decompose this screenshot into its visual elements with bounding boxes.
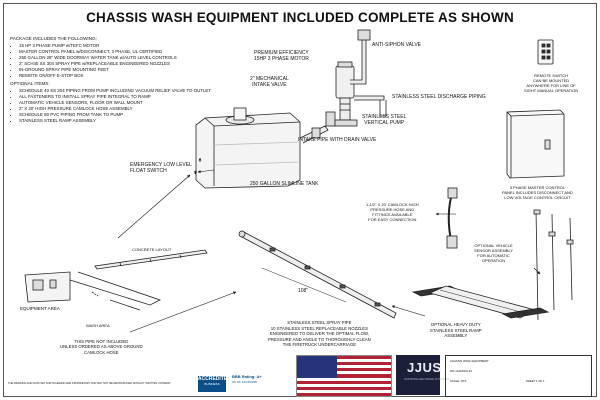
concrete-layout-label: CONCRETE LAYOUT bbox=[132, 247, 172, 252]
company-tagline: CONTROLLED WASH SYSTEMS bbox=[404, 377, 450, 381]
bbb-rating: BBB Rating: A+ AS OF 12/15/2018 bbox=[232, 374, 262, 385]
optional-item: AUTOMATIC VEHICLE SENSORS, FLOOR OR WALL… bbox=[19, 100, 211, 106]
title-block-scale: SCALE: NTS bbox=[450, 379, 467, 383]
bbb-badge-top: ACCREDITED bbox=[198, 376, 231, 382]
us-flag-icon bbox=[296, 355, 392, 397]
optional-item: ALL FASTENERS TO INSTALL SPRAY PIPE INTE… bbox=[19, 94, 211, 100]
package-item: REMOTE ON/OFF E-STOP BOX bbox=[19, 73, 177, 79]
pipe-not-included-label: THIS PIPE NOT INCLUDED UNLESS ORDERED AS… bbox=[60, 339, 143, 355]
control-panel-shape bbox=[506, 109, 565, 179]
ramp-shape bbox=[411, 285, 550, 319]
pipe-length-dimension: 108" bbox=[298, 288, 309, 294]
package-item: 2" SCH40 SS 304 SPRAY PIPE w/REPLACEABLE… bbox=[19, 61, 177, 67]
company-logo-panel bbox=[396, 355, 440, 395]
optional-list: SCHEDULE 40 SS 304 PIPING FROM PUMP INCL… bbox=[12, 88, 211, 123]
title-block-sheet: SHEET 1 OF 1 bbox=[526, 379, 545, 383]
motor-label: PREMIUM EFFICIENCY 15HP 3 PHASE MOTOR bbox=[254, 50, 309, 62]
optional-item: STAINLESS STEEL RAMP ASSEMBLY bbox=[19, 118, 211, 124]
vertical-pump-label: STAINLESS STEEL VERTICAL PUMP bbox=[362, 114, 407, 126]
sensor-label: OPTIONAL VEHICLE SENSOR ASSEMBLY FOR AUT… bbox=[474, 243, 514, 263]
equipment-area-label: EQUIPMENT AREA bbox=[20, 306, 60, 311]
disclaimer-text: THE DRAWING AND DATA SET FORTH HEREIN AR… bbox=[8, 382, 172, 385]
spray-pipe-label: STAINLESS STEEL SPRAY PIPE 10 STAINLESS … bbox=[268, 320, 371, 347]
camlock-hose-shape bbox=[446, 187, 458, 249]
wash-area-label: WASH AREA bbox=[86, 323, 110, 328]
pump-motor-shape bbox=[334, 61, 358, 127]
intake-piping bbox=[299, 111, 336, 144]
ramp-label: OPTIONAL HEAVY DUTY STAINLESS STEEL RAMP… bbox=[430, 322, 482, 338]
tank-shape bbox=[195, 107, 301, 189]
camlock-label: 1-1/2" X 20' CAMLOCK HIGH PRESSURE HOSE … bbox=[366, 202, 419, 222]
title-block-customer: CHASSIS WASH EQUIPMENT bbox=[450, 359, 489, 363]
discharge-piping-shape bbox=[350, 29, 387, 117]
bbb-badge-bottom: BUSINESS bbox=[204, 382, 220, 386]
page-title: CHASSIS WASH EQUIPMENT INCLUDED COMPLETE… bbox=[86, 10, 514, 25]
anti-siphon-label: ANTI-SIPHON VALVE bbox=[372, 42, 421, 48]
company-logo: JJUS bbox=[407, 360, 442, 375]
package-item: 250 GALLON 28" WIDE DOORWAY WATER TANK w… bbox=[19, 55, 177, 61]
title-block-drawing: WC-CHASSIS-15 bbox=[450, 369, 472, 373]
package-item: 15 HP 3 PHASE PUMP w/TEFC MOTOR bbox=[19, 43, 177, 49]
bbb-accredited-badge: ACCREDITED BUSINESS bbox=[198, 376, 231, 392]
tank-label: 250 GALLON SLIMLINE TANK bbox=[250, 181, 319, 187]
float-switch-label: EMERGENCY LOW LEVEL FLOAT SWITCH bbox=[130, 162, 192, 174]
package-item: MASTER CONTROL PANEL w/DISCONNECT, 3 PHA… bbox=[19, 49, 177, 55]
intake-pipe-label: INTAKE PIPE WITH DRAIN VALVE bbox=[298, 137, 377, 143]
package-item: IN-GROUND SPRAY PIPE MOUNTING FEET bbox=[19, 67, 177, 73]
package-list: 15 HP 3 PHASE PUMP w/TEFC MOTOR MASTER C… bbox=[12, 43, 177, 78]
discharge-label: STAINLESS STEEL DISCHARGE PIPING bbox=[392, 94, 486, 100]
concrete-layout-shape bbox=[94, 249, 208, 270]
optional-heading: OPTIONAL ITEMS: bbox=[10, 81, 50, 86]
intake-valve-label: 2" MECHANICAL INTAKE VALVE bbox=[250, 76, 289, 88]
vehicle-sensor-shape bbox=[533, 209, 574, 321]
control-panel-label: 3 PHASE MASTER CONTROL PANEL INCLUDES DI… bbox=[502, 185, 573, 200]
optional-item: SCHEDULE 80 PVC PIPING FROM TANK TO PUMP bbox=[19, 112, 211, 118]
remote-switch-label: REMOTE SWITCH CAN BE MOUNTED ANYWHERE FO… bbox=[524, 73, 579, 93]
bbb-rating-date: AS OF 12/15/2018 bbox=[232, 379, 257, 384]
site-plan-shape bbox=[24, 271, 162, 311]
remote-switch-shape bbox=[537, 39, 554, 65]
optional-item: 2" X 20' HIGH PRESSURE CAMLOCK HOSE ASSE… bbox=[19, 106, 211, 112]
bbb-rating-text: BBB Rating: A+ bbox=[232, 374, 262, 379]
title-block: CHASSIS WASH EQUIPMENT WC-CHASSIS-15 SCA… bbox=[445, 355, 592, 397]
spray-pipe-shape bbox=[238, 230, 397, 319]
package-heading: PACKAGE INCLUDES THE FOLLOWING: bbox=[10, 36, 97, 41]
flag-canton bbox=[297, 356, 337, 378]
optional-item: SCHEDULE 40 SS 304 PIPING FROM PUMP INCL… bbox=[19, 88, 211, 94]
